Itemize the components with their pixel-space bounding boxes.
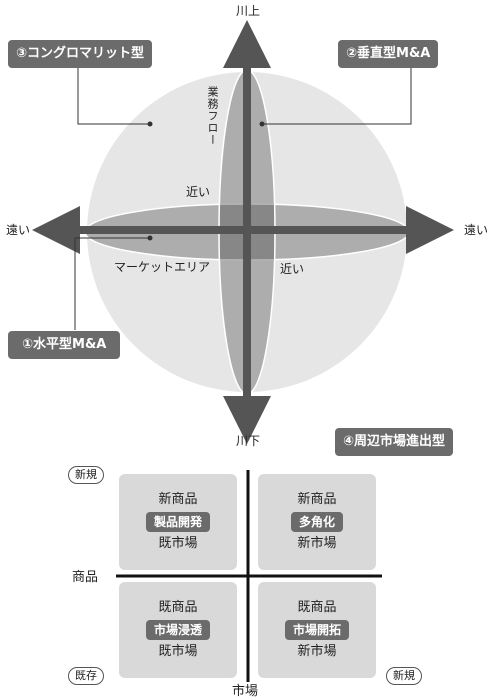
ansoff-matrix-axes — [116, 470, 382, 682]
quadrant-market: 新市場 — [297, 644, 337, 659]
quadrant-market-development: 既商品 市場開拓 新市場 — [258, 582, 376, 678]
quadrant-strategy-badge: 多角化 — [290, 512, 343, 532]
near-label-upper: 近い — [186, 185, 211, 199]
corner-new-bottom-right: 新規 — [386, 667, 422, 685]
leader-horizontal — [74, 237, 150, 330]
horizontal-ellipse-label: マーケットエリア — [114, 260, 211, 274]
type-adjacent-market: ④周辺市場進出型 — [335, 428, 454, 456]
matrix-y-axis-label: 商品 — [72, 570, 99, 585]
axis-right-label: 遠い — [464, 223, 489, 237]
type-horizontal-ma: ①水平型M&A — [8, 331, 121, 359]
leader-dot — [147, 235, 153, 241]
quadrant-product: 新商品 — [158, 492, 198, 507]
quadrant-market: 新市場 — [297, 536, 337, 551]
axis-bottom-label: 川下 — [236, 434, 261, 448]
leader-vertical — [262, 68, 412, 125]
quadrant-market-penetration: 既商品 市場浸透 既市場 — [119, 582, 237, 678]
quadrant-product: 既商品 — [158, 600, 198, 615]
vertical-ellipse-label: 業務フロー — [206, 86, 219, 146]
axis-top-label: 川上 — [236, 4, 261, 18]
quadrant-market: 既市場 — [158, 644, 198, 659]
axis-left-label: 遠い — [6, 223, 31, 237]
m-and-a-type-diagram — [32, 20, 454, 444]
near-label-lower: 近い — [280, 262, 305, 276]
quadrant-strategy-badge: 市場浸透 — [145, 620, 210, 640]
corner-new-top-left: 新規 — [68, 466, 104, 484]
leader-conglomerate — [77, 68, 150, 125]
quadrant-strategy-badge: 製品開発 — [145, 512, 210, 532]
leader-dot — [259, 121, 265, 127]
leader-dot — [147, 121, 153, 127]
quadrant-product-development: 新商品 製品開発 既市場 — [119, 474, 237, 570]
quadrant-strategy-badge: 市場開拓 — [284, 620, 349, 640]
type-conglomerate: ③コングロマリット型 — [8, 40, 153, 68]
quadrant-market: 既市場 — [158, 536, 198, 551]
quadrant-product: 新商品 — [297, 492, 337, 507]
quadrant-diversification: 新商品 多角化 新市場 — [258, 474, 376, 570]
matrix-x-axis-label: 市場 — [232, 684, 259, 699]
type-vertical-ma: ②垂直型M&A — [338, 40, 439, 68]
corner-existing-bottom-left: 既存 — [68, 667, 104, 685]
quadrant-product: 既商品 — [297, 600, 337, 615]
